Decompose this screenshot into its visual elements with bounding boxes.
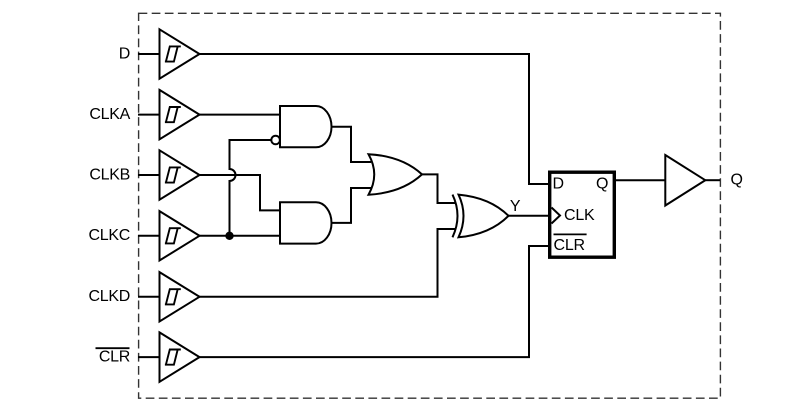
svg-text:CLKB: CLKB bbox=[89, 166, 130, 183]
svg-text:Y: Y bbox=[510, 198, 521, 215]
svg-text:D: D bbox=[119, 45, 130, 62]
svg-text:CLR: CLR bbox=[99, 348, 130, 365]
svg-text:CLKA: CLKA bbox=[89, 106, 130, 123]
svg-text:D: D bbox=[553, 175, 564, 192]
svg-text:Q: Q bbox=[731, 172, 743, 189]
svg-text:CLR: CLR bbox=[554, 237, 585, 254]
svg-text:CLKC: CLKC bbox=[89, 227, 130, 244]
svg-text:Q: Q bbox=[596, 175, 608, 192]
svg-text:CLKD: CLKD bbox=[89, 288, 130, 305]
svg-text:CLK: CLK bbox=[564, 207, 595, 224]
